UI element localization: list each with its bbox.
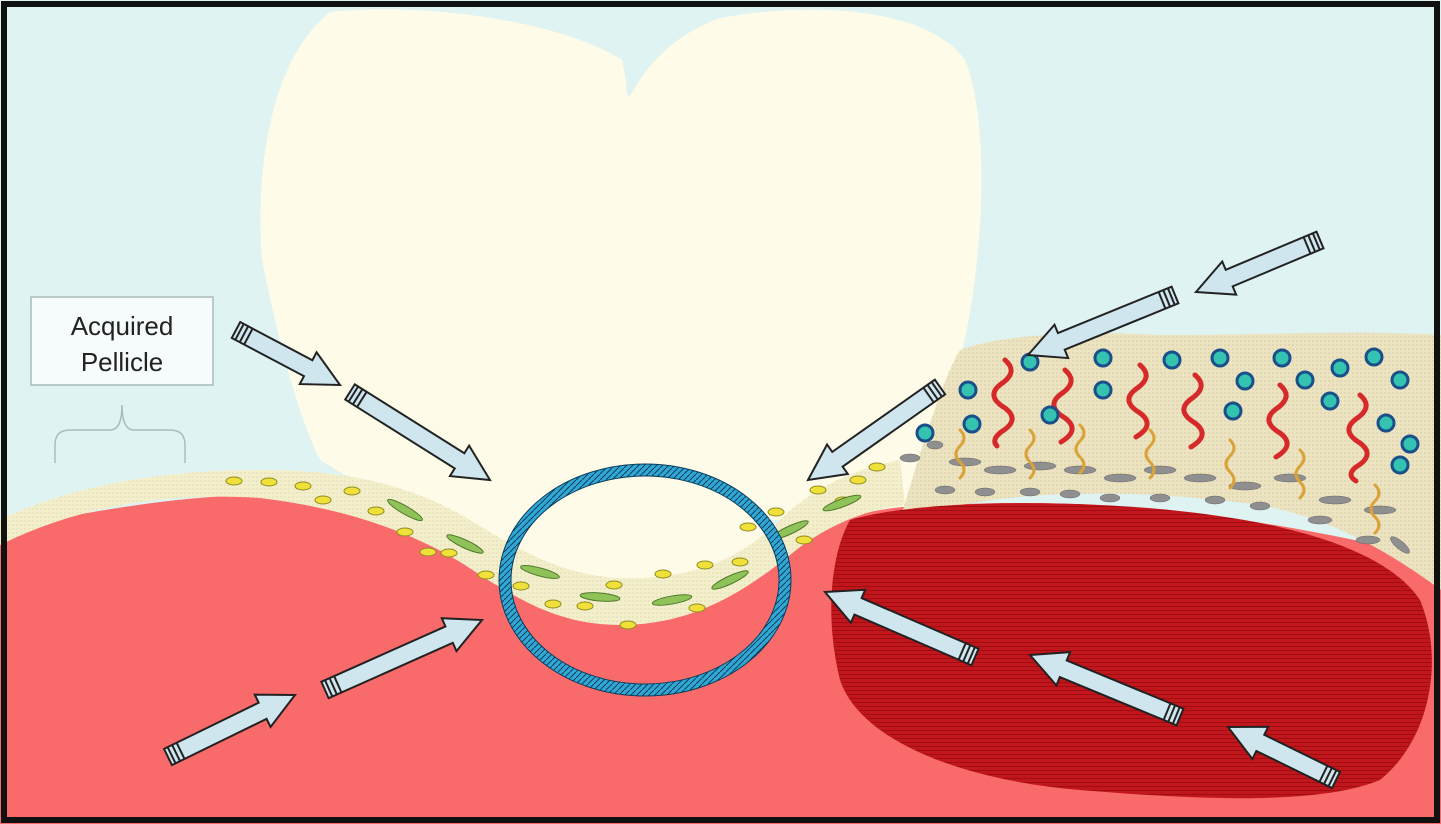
label-line-1: Acquired <box>71 311 174 341</box>
label-line-2: Pellicle <box>81 347 163 377</box>
